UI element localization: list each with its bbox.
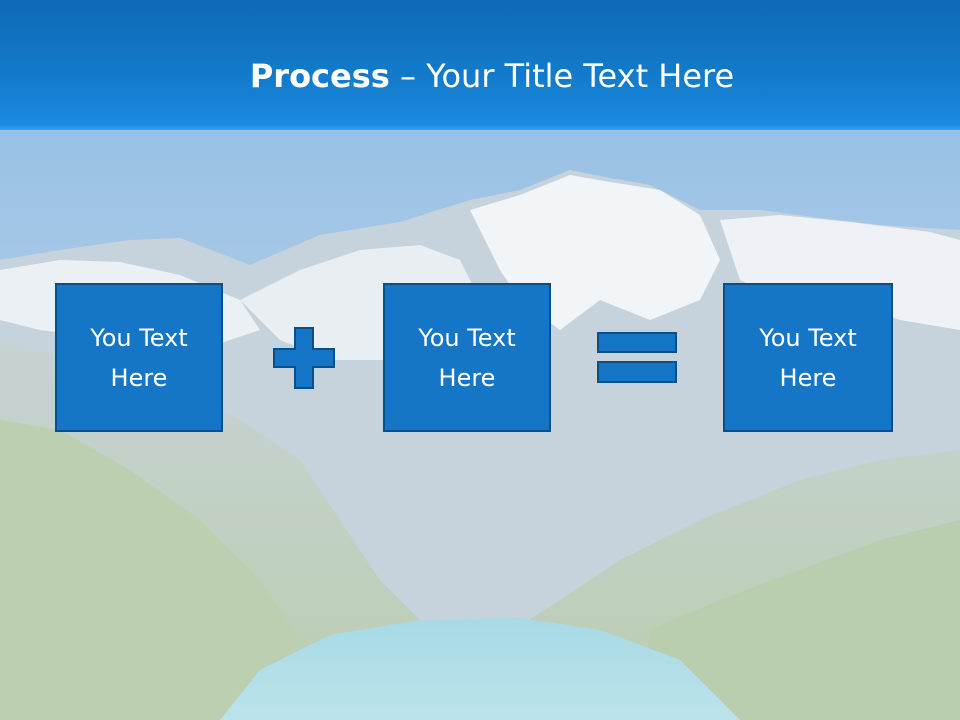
title-banner <box>0 0 960 130</box>
title-separator: – <box>399 57 416 95</box>
plus-icon <box>273 327 335 389</box>
process-box-1[interactable]: You Text Here <box>55 283 223 432</box>
box-3-line-1: You Text <box>759 323 857 352</box>
equals-icon <box>597 332 677 383</box>
box-1-line-1: You Text <box>90 323 188 352</box>
title-bold-part: Process <box>249 57 390 95</box>
process-box-2[interactable]: You Text Here <box>383 283 551 432</box>
process-box-3[interactable]: You Text Here <box>723 283 893 432</box>
box-2-line-2: Here <box>438 363 496 392</box>
slide-title: Process – Your Title Text Here <box>0 48 960 104</box>
title-text: Your Title Text Here <box>426 57 735 95</box>
box-1-line-2: Here <box>110 363 168 392</box>
box-3-line-2: Here <box>779 363 837 392</box>
box-2-line-1: You Text <box>418 323 516 352</box>
